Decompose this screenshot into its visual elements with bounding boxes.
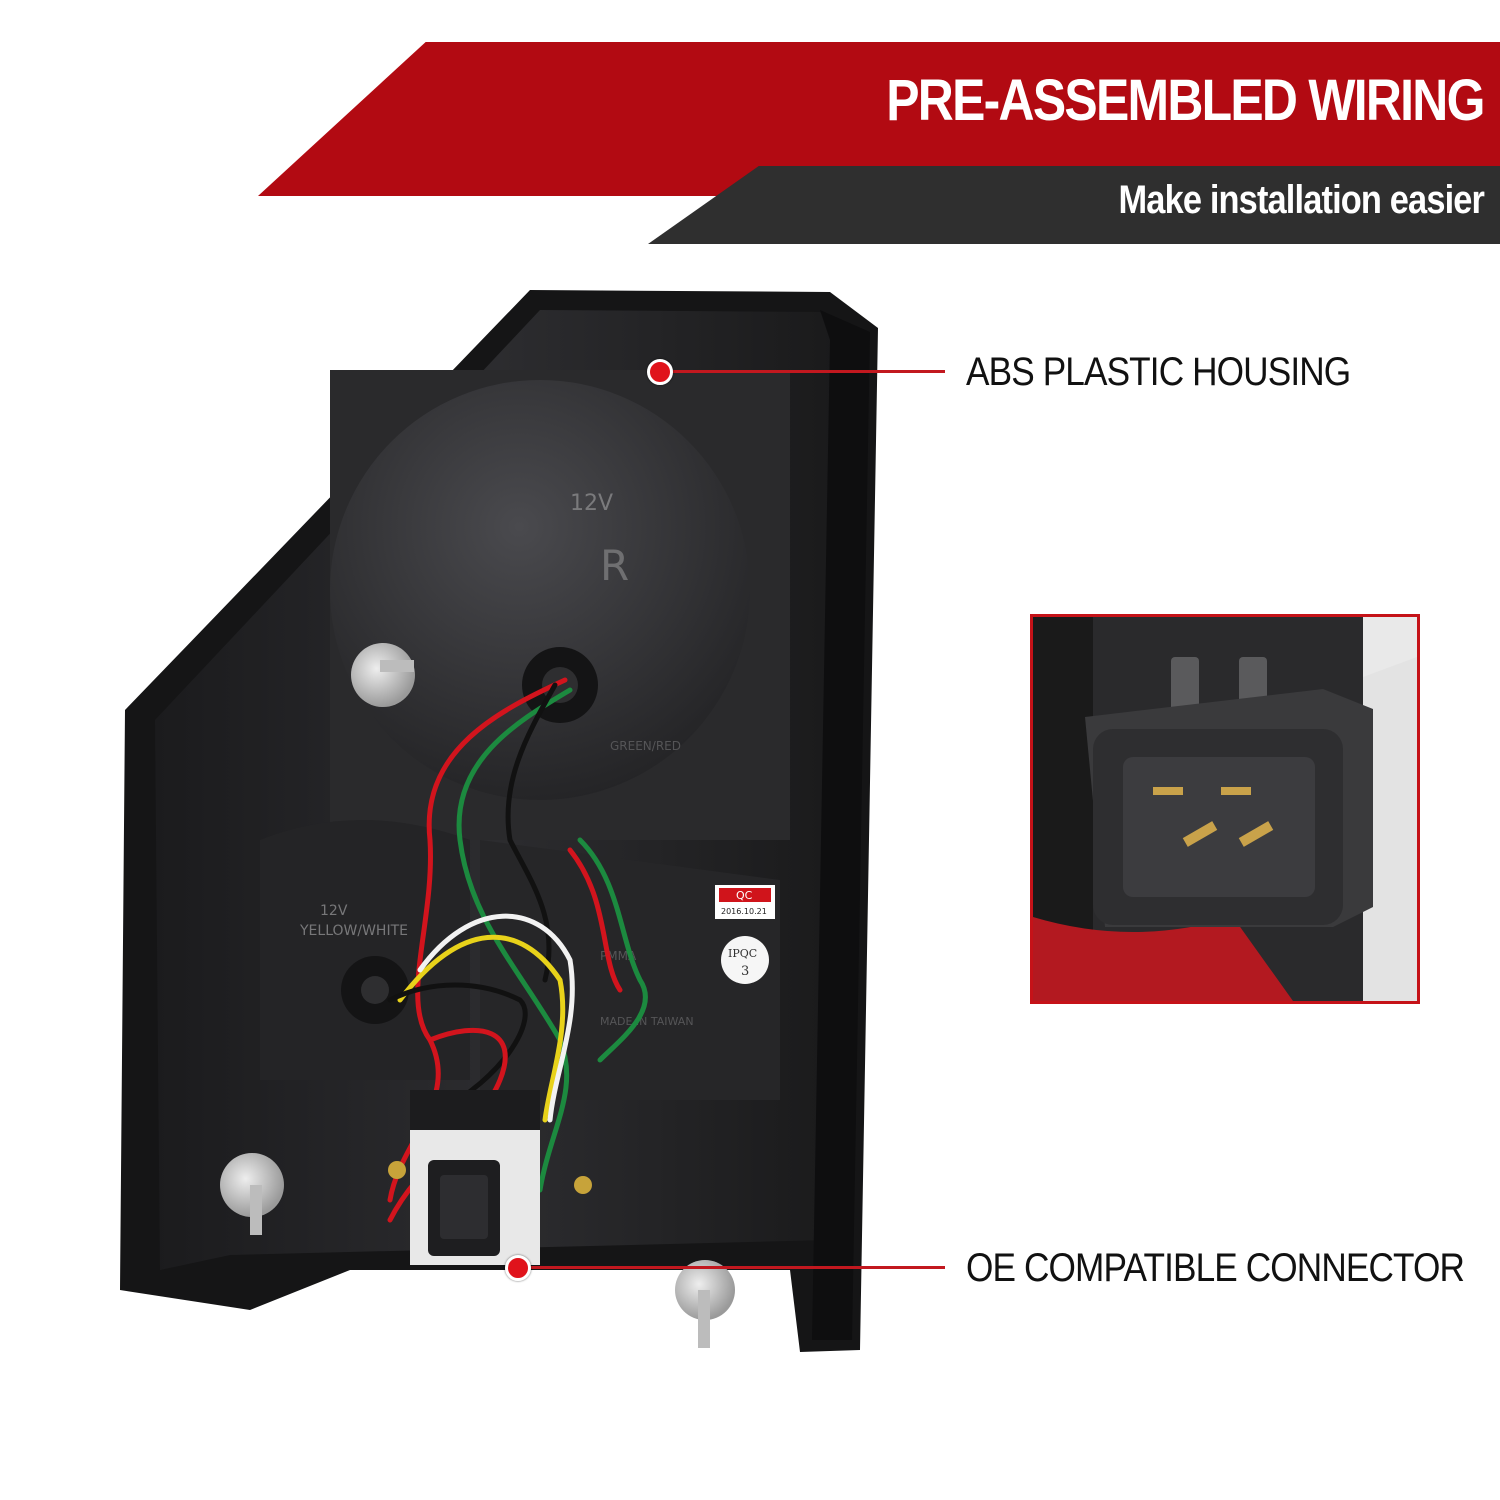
tail-light-image: 12V R GREEN/RED 12V YELLOW/WHITE PMMA MA… bbox=[120, 290, 878, 1352]
upper-wire-marking: GREEN/RED bbox=[610, 739, 681, 753]
side-letter-marking: R bbox=[600, 541, 629, 590]
connector-callout-dot bbox=[505, 1255, 531, 1281]
mounting-stud-lower-right bbox=[675, 1260, 735, 1348]
connector-closeup-inset bbox=[1030, 614, 1420, 1004]
upper-bulb-housing: 12V R GREEN/RED bbox=[330, 370, 790, 840]
housing-callout-line bbox=[668, 370, 945, 373]
headline-text: PRE-ASSEMBLED WIRING bbox=[886, 68, 1486, 133]
ipqc-sticker: IPQC 3 bbox=[721, 936, 769, 984]
origin-marking: MADE IN TAIWAN bbox=[600, 1015, 694, 1028]
ipqc-number: 3 bbox=[741, 964, 749, 979]
qc-date: 2016.10.21 bbox=[721, 907, 767, 916]
mounting-stud-lower-left bbox=[220, 1153, 284, 1235]
connector-module bbox=[388, 1090, 592, 1265]
housing-callout-dot bbox=[647, 359, 673, 385]
connector-callout-label: OE COMPATIBLE CONNECTOR bbox=[966, 1246, 1465, 1290]
voltage-marking-top: 12V bbox=[570, 491, 613, 516]
qc-label: QC bbox=[736, 889, 753, 902]
subline-text: Make installation easier bbox=[1118, 178, 1484, 222]
connector-closeup-image bbox=[1033, 617, 1417, 1001]
ipqc-label: IPQC bbox=[728, 947, 757, 960]
lower-wire-marking: YELLOW/WHITE bbox=[299, 923, 408, 939]
qc-sticker: QC 2016.10.21 bbox=[715, 885, 775, 919]
connector-callout-line bbox=[528, 1266, 945, 1269]
subline-banner bbox=[648, 166, 1500, 244]
lower-voltage-marking: 12V bbox=[320, 903, 348, 919]
housing-callout-label: ABS PLASTIC HOUSING bbox=[966, 350, 1351, 394]
mounting-stud-upper bbox=[351, 643, 415, 707]
